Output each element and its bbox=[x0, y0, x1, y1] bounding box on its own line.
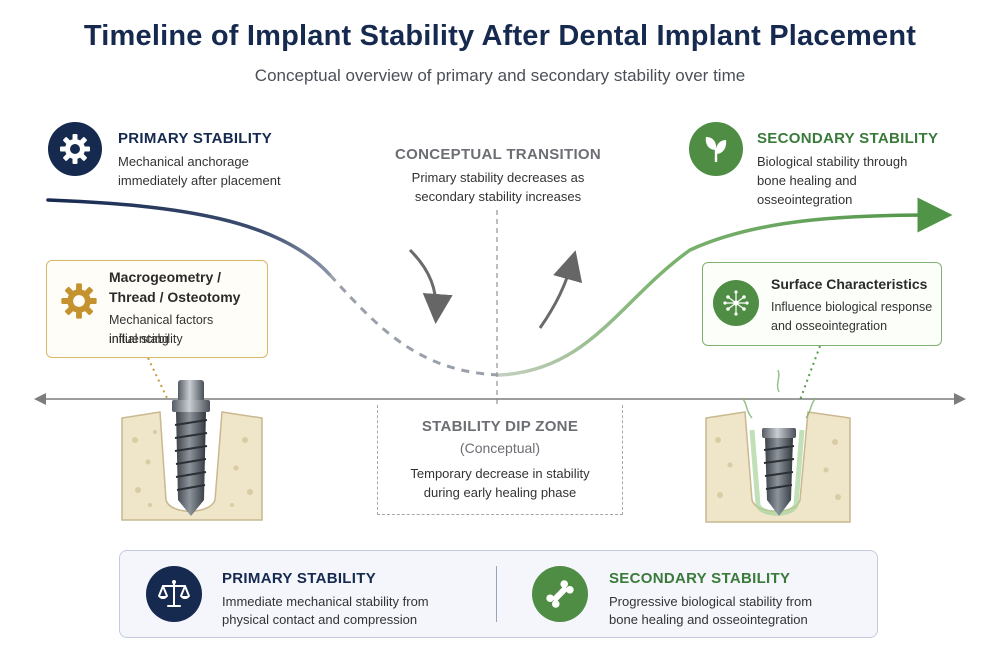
macrogeometry-heading-2: Thread / Osteotomy bbox=[109, 289, 241, 305]
summary-secondary-heading: SECONDARY STABILITY bbox=[609, 570, 791, 587]
bone-icon bbox=[532, 566, 588, 622]
primary-stability-desc-1: Mechanical anchorage bbox=[118, 154, 249, 169]
primary-implant-illustration bbox=[121, 380, 263, 521]
transition-heading: CONCEPTUAL TRANSITION bbox=[394, 146, 602, 163]
secondary-stability-curve bbox=[498, 197, 953, 377]
secondary-stability-heading: SECONDARY STABILITY bbox=[757, 130, 939, 147]
network-icon bbox=[713, 280, 759, 326]
secondary-implant-illustration bbox=[705, 369, 851, 523]
surface-characteristics-desc-1: Influence biological response bbox=[771, 300, 933, 314]
dip-zone-heading: STABILITY DIP ZONE bbox=[421, 418, 579, 435]
summary-primary-heading: PRIMARY STABILITY bbox=[222, 570, 376, 587]
surface-characteristics-heading: Surface Characteristics bbox=[771, 276, 928, 292]
decrease-arrow bbox=[408, 248, 453, 324]
gear-icon bbox=[59, 281, 99, 326]
macrogeometry-desc-1: Mechanical factors influencing bbox=[109, 313, 214, 346]
stability-dip-zone-box bbox=[377, 405, 623, 515]
summary-secondary-desc-1: Progressive biological stability from bbox=[609, 594, 813, 609]
summary-secondary-desc-2: bone healing and osseointegration bbox=[609, 612, 808, 627]
transition-desc-1: Primary stability decreases as bbox=[411, 170, 585, 185]
page-subtitle: Conceptual overview of primary and secon… bbox=[254, 66, 746, 85]
macrogeometry-desc-2: initial stability bbox=[109, 332, 183, 346]
macrogeometry-box: Macrogeometry / Thread / Osteotomy Mecha… bbox=[46, 260, 268, 358]
surface-characteristics-desc-2: and osseointegration bbox=[771, 319, 888, 333]
summary-divider bbox=[496, 566, 497, 622]
dip-zone-sub: (Conceptual) bbox=[459, 440, 541, 456]
primary-stability-curve bbox=[46, 198, 332, 277]
macrogeometry-heading-1: Macrogeometry / bbox=[109, 269, 222, 285]
page-title: Timeline of Implant Stability After Dent… bbox=[83, 20, 917, 52]
primary-stability-desc-2: immediately after placement bbox=[118, 173, 281, 188]
summary-panel bbox=[119, 550, 878, 638]
summary-primary-desc-1: Immediate mechanical stability from bbox=[222, 594, 429, 609]
transition-desc-2: secondary stability increases bbox=[414, 189, 582, 204]
scales-icon bbox=[146, 566, 202, 622]
gear-icon bbox=[48, 122, 102, 176]
secondary-stability-desc-1: Biological stability through bbox=[757, 154, 908, 169]
dip-zone-desc-2: during early healing phase bbox=[423, 485, 577, 500]
primary-stability-heading: PRIMARY STABILITY bbox=[118, 130, 272, 147]
secondary-stability-desc-3: osseointegration bbox=[757, 192, 853, 207]
surface-characteristics-box: Surface Characteristics Influence biolog… bbox=[702, 262, 942, 346]
summary-primary-desc-2: physical contact and compression bbox=[222, 612, 418, 627]
dip-zone-desc-1: Temporary decrease in stability bbox=[410, 466, 590, 481]
leaf-icon bbox=[689, 122, 743, 176]
primary-stability-curve-dashed bbox=[328, 273, 501, 377]
increase-arrow bbox=[538, 250, 583, 329]
secondary-stability-desc-2: bone healing and bbox=[757, 173, 857, 188]
